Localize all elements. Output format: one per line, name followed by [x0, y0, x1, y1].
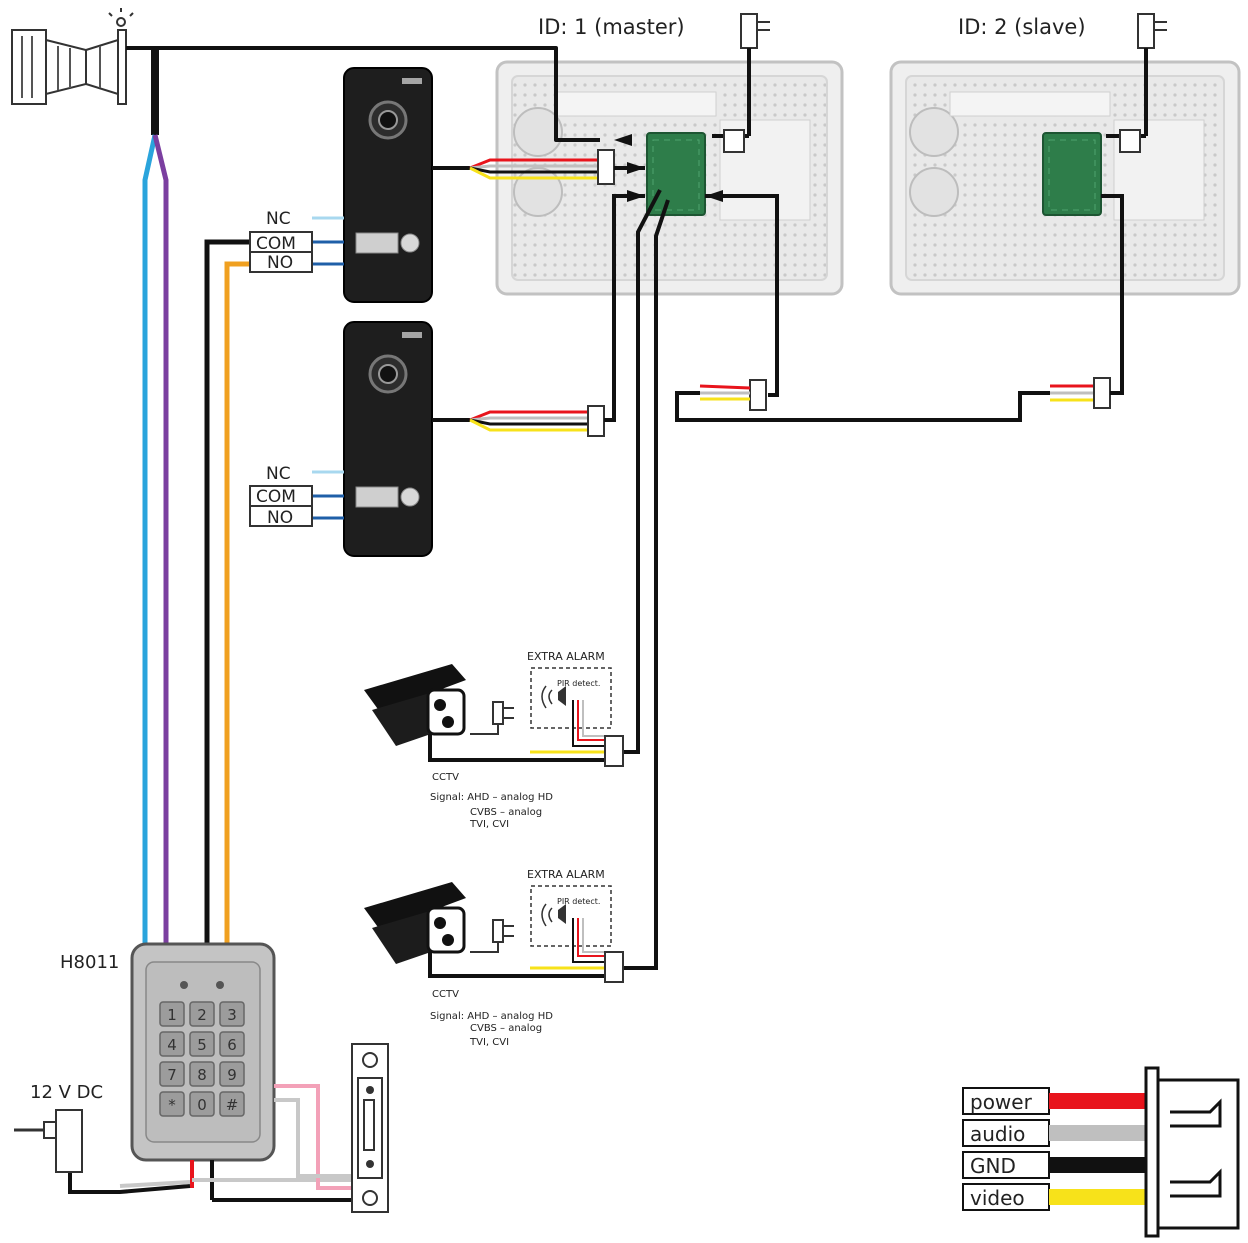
keypad-key-label: 0 — [197, 1096, 207, 1114]
camera-2-cctv-label: CCTV — [432, 989, 459, 1000]
monitor-master-id-label: ID: 1 (master) — [538, 15, 685, 39]
arrow-icon — [614, 134, 723, 202]
camera-2-pir-label: PIR detect. — [557, 897, 600, 906]
keypad-key-label: 5 — [197, 1036, 207, 1054]
camera-1-alarm-title: EXTRA ALARM — [527, 650, 605, 663]
legend-label: power — [970, 1090, 1033, 1114]
keypad-key-label: 9 — [227, 1066, 237, 1084]
camera-1-signal-line3: TVI, CVI — [469, 819, 509, 830]
keypad-key-label: 3 — [227, 1006, 237, 1024]
legend-swatch — [1049, 1125, 1146, 1141]
keypad-key: 8 — [189, 1061, 215, 1087]
keypad-key-label: 1 — [167, 1006, 177, 1024]
keypad-key: * — [159, 1091, 185, 1117]
wire-gate-to-master — [126, 46, 600, 142]
legend-item: power — [962, 1087, 1146, 1115]
wire-keypad-bundle — [142, 134, 250, 948]
legend-swatch — [1049, 1189, 1146, 1205]
door-station-1 — [343, 67, 433, 303]
keypad-key: # — [219, 1091, 245, 1117]
keypad-key-label: # — [226, 1096, 239, 1114]
camera-1-signal-line2: CVBS – analog — [470, 807, 542, 818]
camera-1-pir-label: PIR detect. — [557, 679, 600, 688]
camera-2-signal-line2: CVBS – analog — [470, 1023, 542, 1034]
keypad-key-label: 4 — [167, 1036, 177, 1054]
keypad-key: 1 — [159, 1001, 185, 1027]
pir-detector-2 — [530, 885, 624, 983]
legend-item: video — [962, 1183, 1146, 1211]
legend-swatch — [1049, 1157, 1146, 1173]
legend-label: audio — [970, 1122, 1025, 1146]
keypad-key: 2 — [189, 1001, 215, 1027]
keypad-key: 6 — [219, 1031, 245, 1057]
keypad-keys: 1 2 3 4 5 6 7 8 9 * 0 # — [159, 1001, 245, 1117]
relay-1-com-label: COM — [256, 234, 296, 254]
keypad-key: 0 — [189, 1091, 215, 1117]
keypad-key-label: 6 — [227, 1036, 237, 1054]
legend-swatch — [1049, 1093, 1146, 1109]
relay-terminal-2 — [249, 470, 344, 527]
relay-terminal-1 — [249, 216, 344, 273]
cable-camera-feeds — [624, 189, 670, 970]
relay-2-no-label: NO — [267, 508, 293, 528]
door-station-2 — [343, 321, 433, 557]
relay-2-com-label: COM — [256, 487, 296, 507]
relay-1-no-label: NO — [267, 253, 293, 273]
cable-keypad-power — [68, 1084, 356, 1202]
camera-1-cctv-label: CCTV — [432, 772, 459, 783]
camera-1-signal-line1: Signal: AHD – analog HD — [430, 792, 553, 803]
power-adapter-icon — [712, 13, 770, 153]
keypad-key: 9 — [219, 1061, 245, 1087]
monitor-master — [495, 60, 844, 296]
keypad-key: 5 — [189, 1031, 215, 1057]
relay-2-nc-label: NC — [266, 464, 291, 484]
keypad-key: 3 — [219, 1001, 245, 1027]
keypad-model-label: H8011 — [60, 952, 119, 973]
keypad-key-label: 2 — [197, 1006, 207, 1024]
camera-2-alarm-title: EXTRA ALARM — [527, 868, 605, 881]
keypad-key: 7 — [159, 1061, 185, 1087]
camera-2-signal-line3: TVI, CVI — [469, 1037, 509, 1048]
power-supply-label: 12 V DC — [30, 1082, 103, 1103]
keypad-key-label: 7 — [167, 1066, 177, 1084]
keypad-key: 4 — [159, 1031, 185, 1057]
monitor-slave-id-label: ID: 2 (slave) — [958, 15, 1086, 39]
legend-item: audio — [962, 1119, 1146, 1147]
electric-lock-icon — [351, 1043, 389, 1213]
cable-door-1 — [432, 149, 645, 185]
legend-label: video — [970, 1186, 1025, 1210]
cable-door-2 — [432, 194, 645, 437]
power-adapter-icon — [1106, 13, 1167, 153]
power-adapter-icon — [14, 1109, 83, 1173]
legend-item: GND — [962, 1151, 1146, 1179]
cable-master-to-slave — [675, 194, 1124, 422]
cctv-camera-1 — [364, 664, 612, 762]
pir-detector-1 — [530, 667, 624, 767]
legend-label: GND — [970, 1154, 1016, 1178]
keypad-key-label: 8 — [197, 1066, 207, 1084]
relay-1-nc-label: NC — [266, 209, 291, 229]
monitor-slave — [889, 60, 1241, 296]
camera-2-signal-line1: Signal: AHD – analog HD — [430, 1011, 553, 1022]
gate-opener-icon — [11, 8, 134, 105]
cctv-camera-2 — [364, 882, 612, 978]
keypad-key-label: * — [168, 1096, 176, 1114]
